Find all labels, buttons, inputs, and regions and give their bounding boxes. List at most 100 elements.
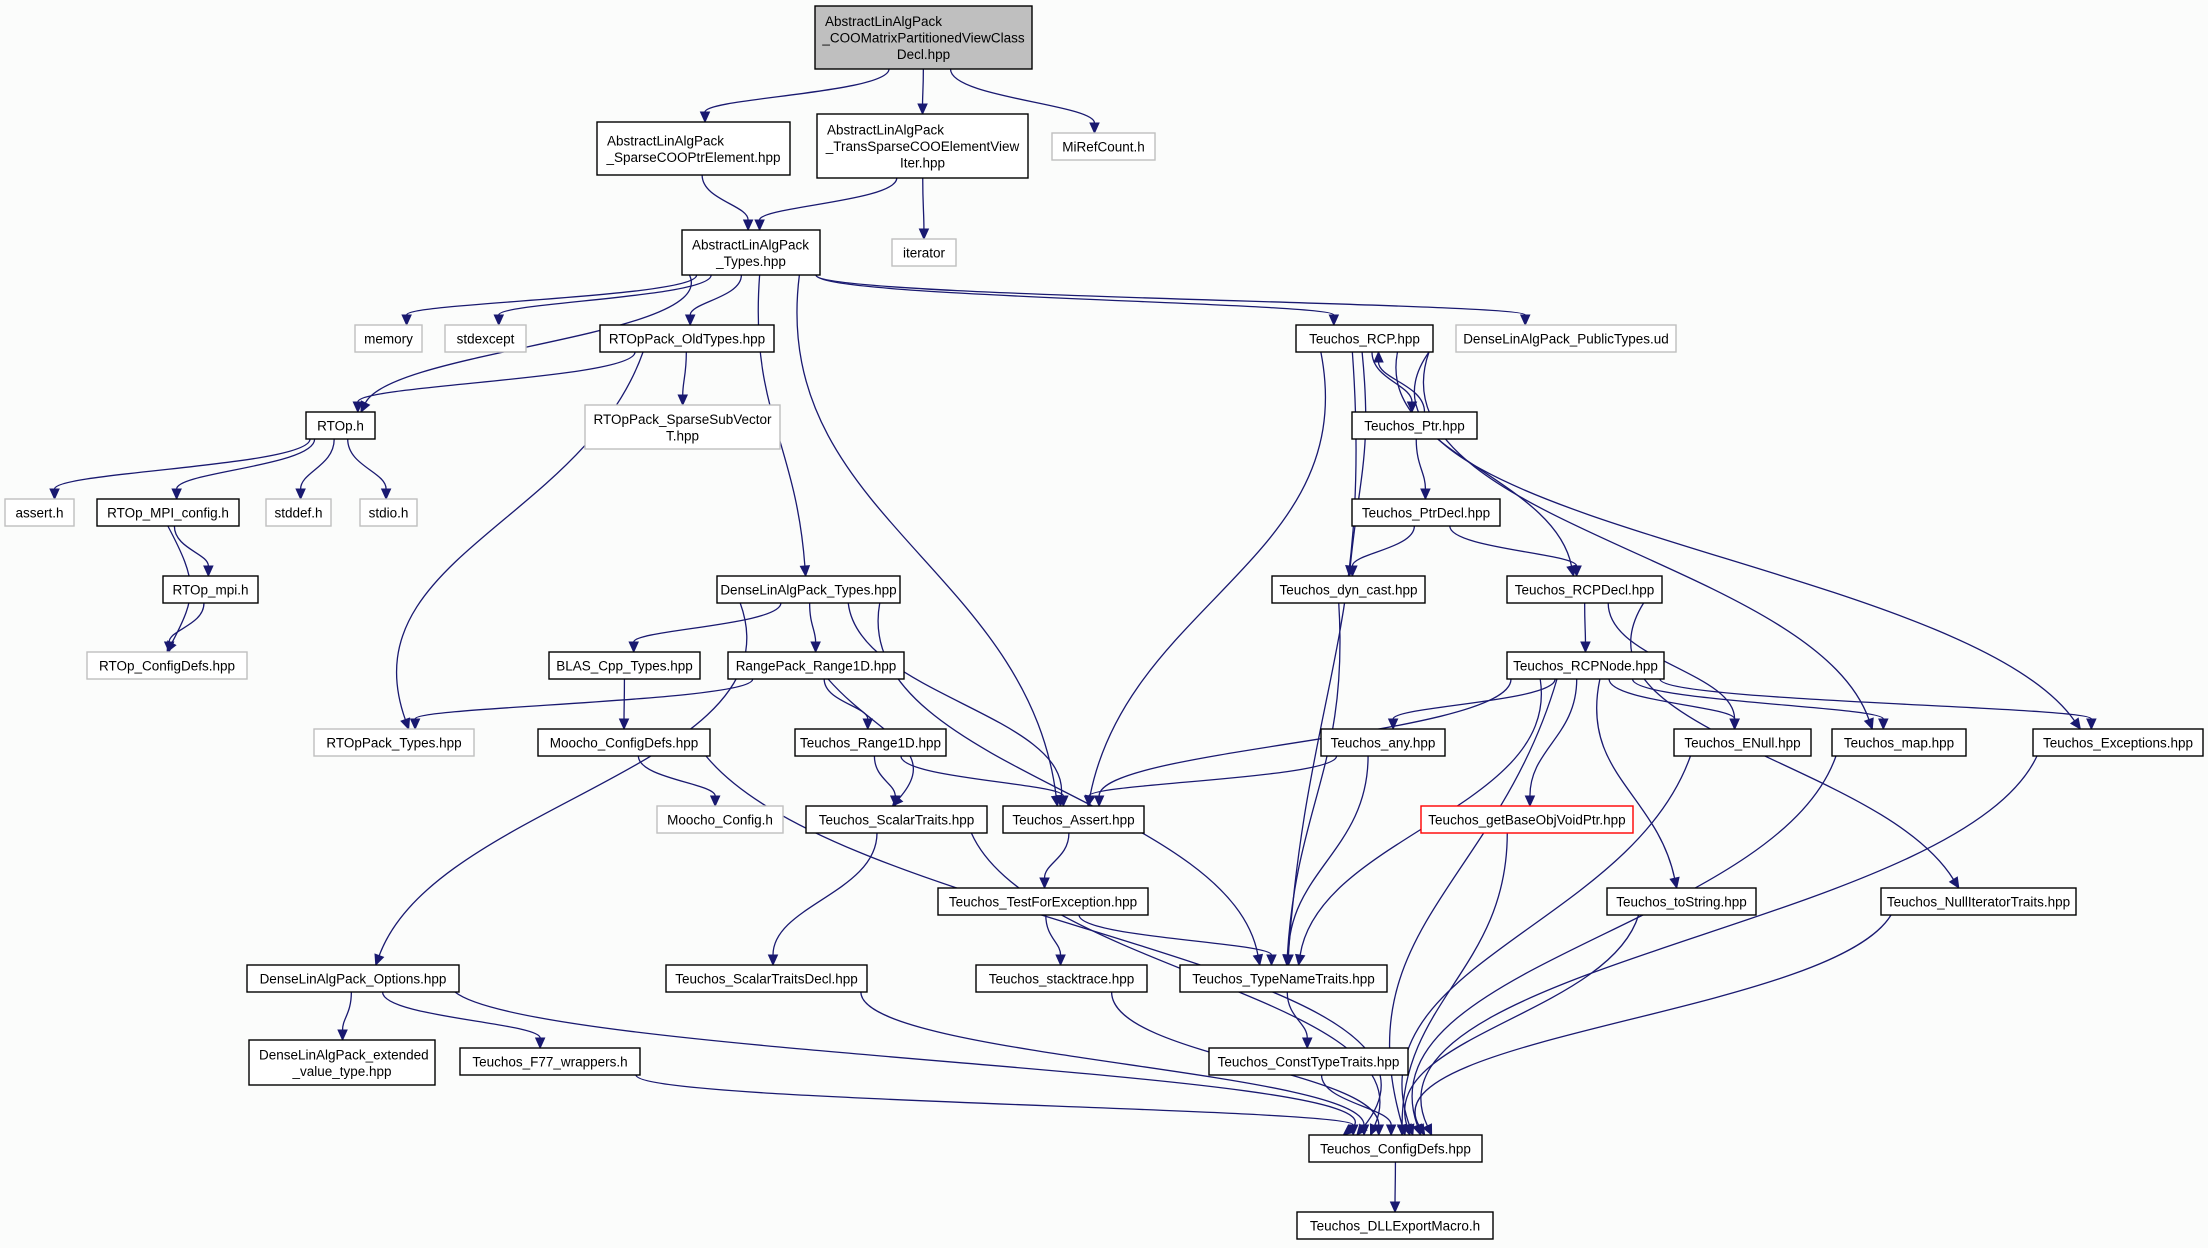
- node-scalartraits[interactable]: Teuchos_ScalarTraits.hpp: [805, 805, 988, 834]
- node-moochoconfig[interactable]: Moocho_Config.h: [656, 805, 784, 834]
- arrowhead-types-to-memory: [401, 314, 412, 327]
- node-label-line: Teuchos_toString.hpp: [1616, 895, 1747, 910]
- node-box: [937, 887, 1149, 916]
- node-rcp[interactable]: Teuchos_RCP.hpp: [1295, 324, 1434, 353]
- edge-rcpnode-to-enull: [1608, 678, 1736, 720]
- node-exceptions[interactable]: Teuchos_Exceptions.hpp: [2032, 728, 2204, 757]
- edge-rtoph-to-stdio: [347, 438, 387, 490]
- node-label-line: _Types.hpp: [715, 254, 786, 269]
- node-box: [1880, 887, 2077, 916]
- node-memory[interactable]: memory: [354, 324, 423, 353]
- node-densepublic[interactable]: DenseLinAlgPack_PublicTypes.ud: [1455, 324, 1677, 353]
- node-teuchosrange[interactable]: Teuchos_Range1D.hpp: [794, 728, 947, 757]
- node-label-line: _COOMatrixPartitionedViewClass: [821, 31, 1025, 46]
- node-stddef[interactable]: stddef.h: [265, 498, 332, 527]
- node-label-line: Teuchos_DLLExportMacro.h: [1310, 1219, 1480, 1234]
- node-box: [1606, 887, 1757, 916]
- node-label-line: Teuchos_ConstTypeTraits.hpp: [1218, 1055, 1400, 1070]
- node-label-line: Teuchos_dyn_cast.hpp: [1279, 583, 1417, 598]
- arrowhead-densetypes-to-options: [374, 953, 385, 967]
- node-map[interactable]: Teuchos_map.hpp: [1831, 728, 1967, 757]
- node-box: [891, 238, 957, 267]
- node-moochoconfigdefs[interactable]: Moocho_ConfigDefs.hpp: [537, 728, 711, 757]
- node-rtopmpi[interactable]: RTOp_mpi.h: [162, 575, 259, 604]
- node-box: [537, 728, 711, 757]
- node-mpiconfig[interactable]: RTOp_MPI_config.h: [96, 498, 240, 527]
- node-transsparse[interactable]: AbstractLinAlgPack_TransSparseCOOElement…: [816, 113, 1029, 179]
- node-consttype[interactable]: Teuchos_ConstTypeTraits.hpp: [1208, 1047, 1409, 1076]
- arrowhead-ptrdecl-to-rcpdecl: [1571, 565, 1582, 578]
- node-f77[interactable]: Teuchos_F77_wrappers.h: [459, 1047, 641, 1076]
- node-root[interactable]: AbstractLinAlgPack_COOMatrixPartitionedV…: [814, 5, 1033, 70]
- node-stacktrace[interactable]: Teuchos_stacktrace.hpp: [975, 964, 1148, 993]
- arrowhead-oldtypes-to-rtoppacktypes: [400, 717, 411, 731]
- node-box: [1831, 728, 1967, 757]
- node-sparseptr[interactable]: AbstractLinAlgPack_SparseCOOPtrElement.h…: [596, 121, 791, 176]
- arrowhead-rcpnode-to-enull: [1729, 718, 1740, 731]
- node-dyncast[interactable]: Teuchos_dyn_cast.hpp: [1271, 575, 1426, 604]
- node-label-line: Teuchos_getBaseObjVoidPtr.hpp: [1428, 813, 1625, 828]
- node-label-line: Teuchos_TypeNameTraits.hpp: [1192, 972, 1375, 987]
- edge-root-to-transsparse: [921, 68, 924, 105]
- arrowhead-rcpnode-to-typenametraits: [1295, 953, 1306, 967]
- node-rtoph[interactable]: RTOp.h: [305, 411, 376, 440]
- node-testforexc[interactable]: Teuchos_TestForException.hpp: [937, 887, 1149, 916]
- edge-rcp-to-dyncast: [1349, 351, 1367, 567]
- node-any[interactable]: Teuchos_any.hpp: [1320, 728, 1446, 757]
- node-options[interactable]: DenseLinAlgPack_Options.hpp: [246, 964, 460, 993]
- node-range1d[interactable]: RangePack_Range1D.hpp: [727, 651, 905, 680]
- edge-rcpdecl-to-enull: [1607, 602, 1736, 720]
- node-ptrdecl[interactable]: Teuchos_PtrDecl.hpp: [1351, 498, 1501, 527]
- node-iterator[interactable]: iterator: [891, 238, 957, 267]
- edge-oldtypes-to-sparsesub: [682, 351, 687, 396]
- edge-teuchosrange-to-assert: [900, 755, 1064, 797]
- arrowhead-options-to-extended: [337, 1029, 348, 1042]
- node-label-line: Teuchos_ENull.hpp: [1684, 736, 1800, 751]
- node-nulliter[interactable]: Teuchos_NullIteratorTraits.hpp: [1880, 887, 2077, 916]
- edge-moochoconfigdefs-to-moochoconfig: [637, 755, 716, 797]
- node-label-line: AbstractLinAlgPack: [607, 133, 724, 148]
- node-getbase[interactable]: Teuchos_getBaseObjVoidPtr.hpp: [1420, 805, 1634, 834]
- node-oldtypes[interactable]: RTOpPack_OldTypes.hpp: [599, 324, 775, 353]
- node-stdexcept[interactable]: stdexcept: [444, 324, 527, 353]
- node-box: [816, 113, 1029, 179]
- node-box: [246, 964, 460, 993]
- node-label-line: DenseLinAlgPack_PublicTypes.ud: [1463, 332, 1669, 347]
- node-asserth[interactable]: assert.h: [4, 498, 75, 527]
- node-rtopconfig[interactable]: RTOp_ConfigDefs.hpp: [86, 651, 248, 680]
- node-box: [681, 229, 821, 276]
- arrowhead-rcp-to-ptr: [1406, 401, 1418, 414]
- edge-transsparse-to-types: [758, 177, 898, 221]
- node-scalartraitsdecl[interactable]: Teuchos_ScalarTraitsDecl.hpp: [665, 964, 868, 993]
- node-label-line: RTOp_mpi.h: [172, 583, 248, 598]
- node-rcpnode[interactable]: Teuchos_RCPNode.hpp: [1506, 651, 1665, 680]
- node-ptr[interactable]: Teuchos_Ptr.hpp: [1351, 411, 1478, 440]
- edge-nulliter-to-configdefs: [1414, 914, 1892, 1127]
- node-box: [1420, 805, 1634, 834]
- node-types[interactable]: AbstractLinAlgPack_Types.hpp: [681, 229, 821, 276]
- node-rtoppacktypes[interactable]: RTOpPack_Types.hpp: [313, 728, 475, 757]
- node-dllexport[interactable]: Teuchos_DLLExportMacro.h: [1296, 1211, 1494, 1240]
- node-assert[interactable]: Teuchos_Assert.hpp: [1002, 805, 1145, 834]
- node-label-line: Teuchos_ConfigDefs.hpp: [1320, 1142, 1471, 1157]
- arrowhead-stacktrace-to-configdefs: [1373, 1124, 1385, 1137]
- node-mirefcount[interactable]: MiRefCount.h: [1051, 132, 1156, 161]
- node-stdio[interactable]: stdio.h: [359, 498, 418, 527]
- arrowhead-any-to-typenametraits: [1283, 954, 1294, 967]
- node-configdefs[interactable]: Teuchos_ConfigDefs.hpp: [1308, 1134, 1483, 1163]
- node-extended[interactable]: DenseLinAlgPack_extended_value_type.hpp: [248, 1039, 436, 1086]
- node-densetypes[interactable]: DenseLinAlgPack_Types.hpp: [716, 575, 901, 604]
- node-box: [1506, 575, 1663, 604]
- node-rcpdecl[interactable]: Teuchos_RCPDecl.hpp: [1506, 575, 1663, 604]
- node-enull[interactable]: Teuchos_ENull.hpp: [1673, 728, 1812, 757]
- arrowhead-densetypes-to-blas: [628, 641, 639, 654]
- arrowhead-configdefs-to-dllexport: [1389, 1201, 1401, 1214]
- node-typenametraits[interactable]: Teuchos_TypeNameTraits.hpp: [1179, 964, 1388, 993]
- node-label-line: RTOpPack_OldTypes.hpp: [609, 332, 765, 347]
- node-blas[interactable]: BLAS_Cpp_Types.hpp: [548, 651, 701, 680]
- node-box: [596, 121, 791, 176]
- arrowhead-oldtypes-to-rtoph: [352, 401, 364, 414]
- arrowhead-teuchosrange-to-scalartraits: [889, 795, 901, 808]
- node-tostring[interactable]: Teuchos_toString.hpp: [1606, 887, 1757, 916]
